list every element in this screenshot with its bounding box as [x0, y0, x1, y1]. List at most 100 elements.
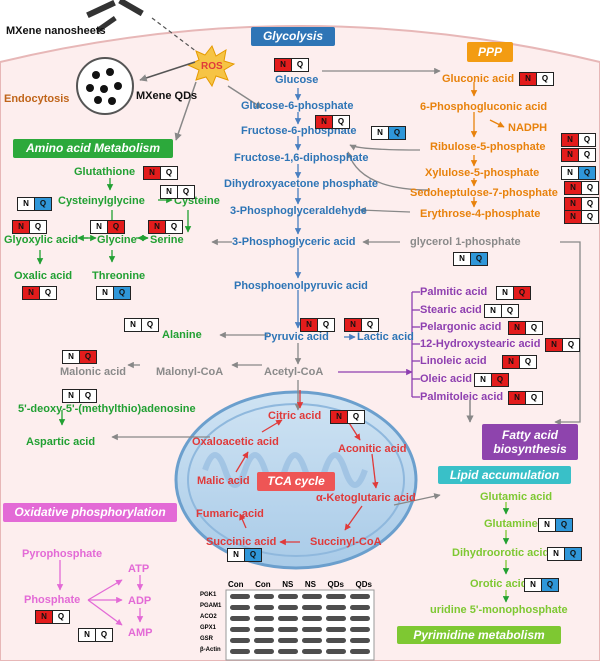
uridine-monophosphate: uridine 5'-monophosphate — [430, 604, 568, 616]
sedoheptulose-7-phosphate: Sedoheptulose-7-phosphate — [410, 187, 558, 199]
blot-band — [350, 627, 370, 632]
amino-header: Amino acid Metabolism — [13, 139, 173, 158]
adp: ADP — [128, 595, 152, 607]
fatty-header: Fatty acid biosynthesis — [482, 424, 578, 460]
dihydroorotic-acid: Dihydroorotic acid — [452, 547, 550, 559]
blot-band — [278, 605, 298, 610]
blot-row-label: PGAM1 — [200, 603, 222, 609]
glycolysis-header: Glycolysis — [251, 27, 335, 46]
blot-col: NS — [282, 580, 294, 589]
lipid-header: Lipid accumulation — [438, 466, 571, 484]
glutathione: Glutathione — [74, 166, 136, 178]
blot-col: Con — [228, 580, 244, 589]
blot-band — [230, 594, 250, 599]
blot-band — [254, 594, 274, 599]
malonic-acid: Malonic acid — [60, 366, 127, 378]
blot-col: Con — [255, 580, 271, 589]
malonyl-coa: Malonyl-CoA — [156, 366, 224, 378]
glycerol-1-phosphate: glycerol 1-phosphate — [410, 236, 521, 248]
glutamine: Glutamine — [484, 518, 538, 530]
threonine: Threonine — [92, 270, 146, 282]
blot-band — [350, 649, 370, 654]
3-phosphoglyceric-acid: 3-Phosphoglyceric acid — [232, 236, 356, 248]
glyoxylic-acid: Glyoxylic acid — [4, 234, 78, 246]
aspartic-acid: Aspartic acid — [26, 436, 96, 448]
phosphoenolpyruvic-acid: Phosphoenolpyruvic acid — [234, 280, 368, 292]
blot-band — [230, 638, 250, 643]
glucose: Glucose — [275, 74, 319, 86]
pyrimidine-header: Pyrimidine metabolism — [397, 626, 561, 644]
blot-row-label: ACO2 — [200, 614, 217, 620]
aconitic-acid: Aconitic acid — [338, 443, 407, 455]
blot-row-label: β-Actin — [200, 647, 221, 653]
blot-band — [278, 616, 298, 621]
succinic-acid: Succinic acid — [206, 536, 277, 548]
glucose-6-phosphate: Glucose-6-phosphate — [241, 100, 354, 112]
blot-col: QDs — [355, 580, 372, 589]
blot-band — [302, 627, 322, 632]
glycine: Glycine — [97, 234, 137, 246]
xylulose-5-phosphate: Xylulose-5-phosphate — [425, 167, 540, 179]
oxalic-acid: Oxalic acid — [14, 270, 73, 282]
blot-band — [230, 605, 250, 610]
blot-row-label: GPX1 — [200, 625, 217, 631]
blot-band — [230, 627, 250, 632]
blot-band — [326, 638, 346, 643]
blot-band — [326, 649, 346, 654]
blot-band — [326, 616, 346, 621]
serine: Serine — [150, 234, 184, 246]
atp: ATP — [128, 563, 150, 575]
pyruvic-acid: Pyruvic acid — [264, 331, 329, 343]
succinyl-coa: Succinyl-CoA — [310, 536, 382, 548]
12-hydroxystearic-acid: 12-Hydroxystearic acid — [420, 338, 541, 350]
blot-band — [350, 616, 370, 621]
3-phosphoglyceraldehyde: 3-Phosphoglyceraldehyde — [230, 205, 367, 217]
mxene-qds-label: MXene QDs — [136, 90, 198, 102]
dihydroxyacetone-phosphate: Dihydroxyacetone phosphate — [224, 178, 379, 190]
nadph: NADPH — [508, 122, 548, 134]
mxene-nanosheets-label: MXene nanosheets — [6, 25, 106, 37]
linoleic-acid: Linoleic acid — [420, 355, 487, 367]
blot-band — [278, 594, 298, 599]
acetyl-coa: Acetyl-CoA — [264, 366, 324, 378]
citric-acid: Citric acid — [268, 410, 322, 422]
blot-band — [350, 638, 370, 643]
blot-band — [254, 649, 274, 654]
blot-band — [350, 605, 370, 610]
fumaric-acid: Fumaric acid — [196, 508, 264, 520]
orotic-acid: Orotic acid — [470, 578, 528, 590]
palmitic-acid: Palmitic acid — [420, 286, 488, 298]
blot-band — [278, 649, 298, 654]
blot-band — [254, 616, 274, 621]
6-phosphogluconic-acid: 6-Phosphogluconic acid — [420, 101, 548, 113]
blot-col: QDs — [327, 580, 344, 589]
blot-band — [302, 638, 322, 643]
blot-band — [254, 605, 274, 610]
blot-col: NS — [304, 580, 316, 589]
blot-band — [326, 627, 346, 632]
pelargonic-acid: Pelargonic acid — [420, 321, 502, 333]
alanine: Alanine — [162, 329, 202, 341]
